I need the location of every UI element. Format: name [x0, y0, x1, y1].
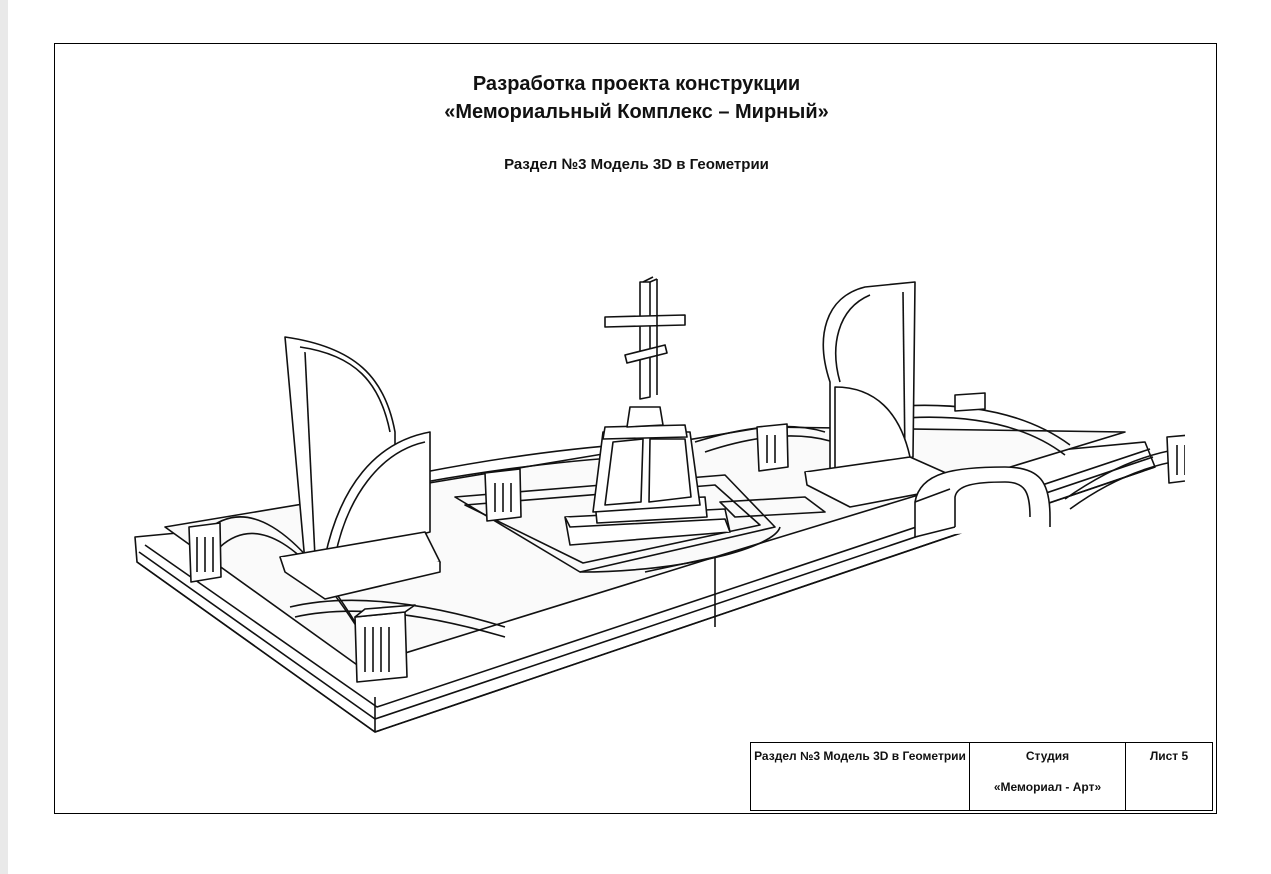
title-block-sheet: Лист 5 — [1149, 749, 1189, 763]
title-block-section: Раздел №3 Модель 3D в Геометрии — [751, 743, 970, 810]
memorial-3d-drawing — [134, 276, 1185, 733]
drawing-frame: Разработка проекта конструкции «Мемориал… — [54, 43, 1217, 814]
studio-name: «Мемориал - Арт» — [993, 780, 1102, 794]
cross — [604, 276, 686, 400]
title-block: Раздел №3 Модель 3D в Геометрии Студия «… — [750, 742, 1213, 811]
title-line-2: «Мемориальный Комплекс – Мирный» — [444, 101, 829, 123]
arch-bench — [914, 466, 1051, 538]
cross-monument — [564, 276, 731, 546]
post-left-end — [188, 522, 222, 583]
post-front-left — [354, 604, 416, 683]
document-title: Разработка проекта конструкции «Мемориал… — [55, 70, 1218, 126]
post-back-right — [954, 392, 986, 412]
post-right-end — [1166, 434, 1185, 484]
stele-right — [804, 281, 956, 508]
title-line-1: Разработка проекта конструкции — [472, 73, 801, 95]
title-block-studio: Студия «Мемориал - Арт» — [970, 743, 1126, 810]
section-heading: Раздел №3 Модель 3D в Геометрии — [504, 156, 769, 173]
post-back-center — [756, 423, 789, 472]
studio-label: Студия — [1025, 749, 1070, 763]
post-back-left — [484, 468, 522, 522]
fence-posts — [188, 392, 1185, 683]
viewer-left-margin — [0, 0, 8, 874]
stele-left — [279, 336, 441, 600]
